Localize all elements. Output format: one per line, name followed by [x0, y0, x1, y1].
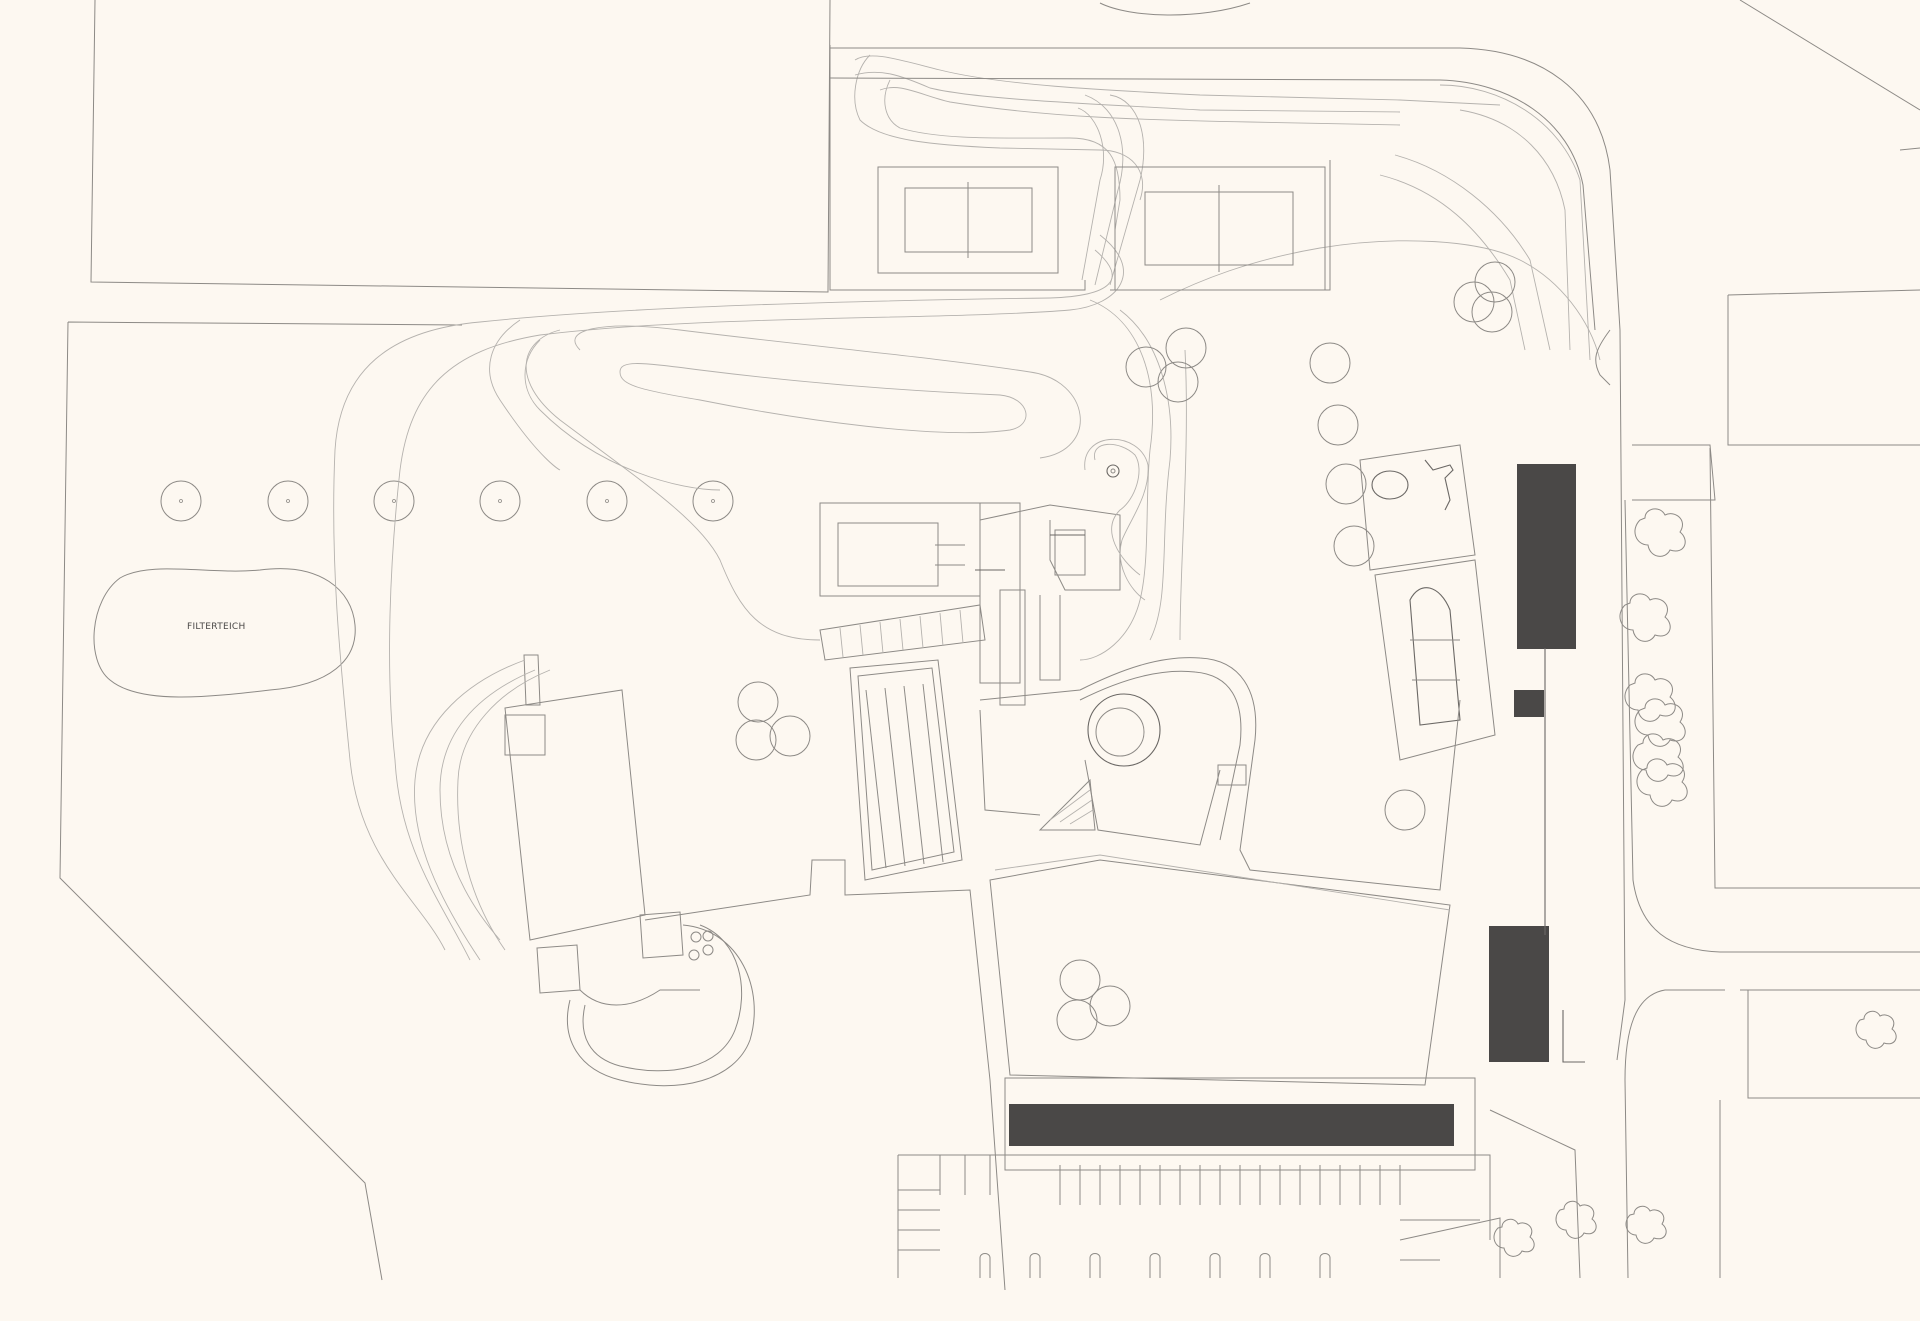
- central-boundary: [644, 859, 1006, 1291]
- tennis-court-left: [877, 166, 1059, 274]
- trees-north-east: [1125, 261, 1516, 831]
- neighbourhood-east: [1595, 147, 1920, 1279]
- building-east-lower: [1489, 926, 1549, 1062]
- filter-pond: [93, 568, 356, 698]
- parking-area: [897, 1077, 1581, 1279]
- curved-stands: [1379, 84, 1591, 361]
- playground: [1359, 444, 1496, 761]
- walkway-bridge: [819, 604, 986, 661]
- filter-pond-label: FILTERTEICH: [187, 622, 246, 632]
- field-upper-left: [90, 0, 831, 293]
- road-top-stub: [1099, 2, 1251, 16]
- path-diag-south: [994, 854, 1451, 911]
- tennis-court-right: [1114, 166, 1326, 291]
- court-surround: [829, 45, 1331, 291]
- serpentine-track: [854, 54, 1501, 286]
- east-wall-bottom: [1562, 1010, 1585, 1063]
- building-east-upper: [1517, 464, 1576, 649]
- leafy-trees-east: [1493, 508, 1897, 1257]
- building-south: [1009, 1104, 1454, 1146]
- trees-pool: [735, 681, 1131, 1041]
- road-north-east: [830, 47, 1626, 1061]
- sports-hall: [414, 654, 755, 1087]
- leisure-pool: [979, 657, 1461, 891]
- pool-building: [819, 502, 1121, 706]
- road-north-east-inner: [829, 77, 1596, 331]
- winding-paths: [333, 234, 1601, 961]
- lawn-south: [989, 859, 1451, 1086]
- tree-row-west: [160, 480, 734, 522]
- road-diagonal-top: [1739, 0, 1920, 111]
- spiral-feature: [1084, 438, 1149, 601]
- lap-pool: [849, 659, 963, 881]
- site-boundary-west: [59, 321, 463, 1281]
- building-east-annex: [1514, 690, 1544, 717]
